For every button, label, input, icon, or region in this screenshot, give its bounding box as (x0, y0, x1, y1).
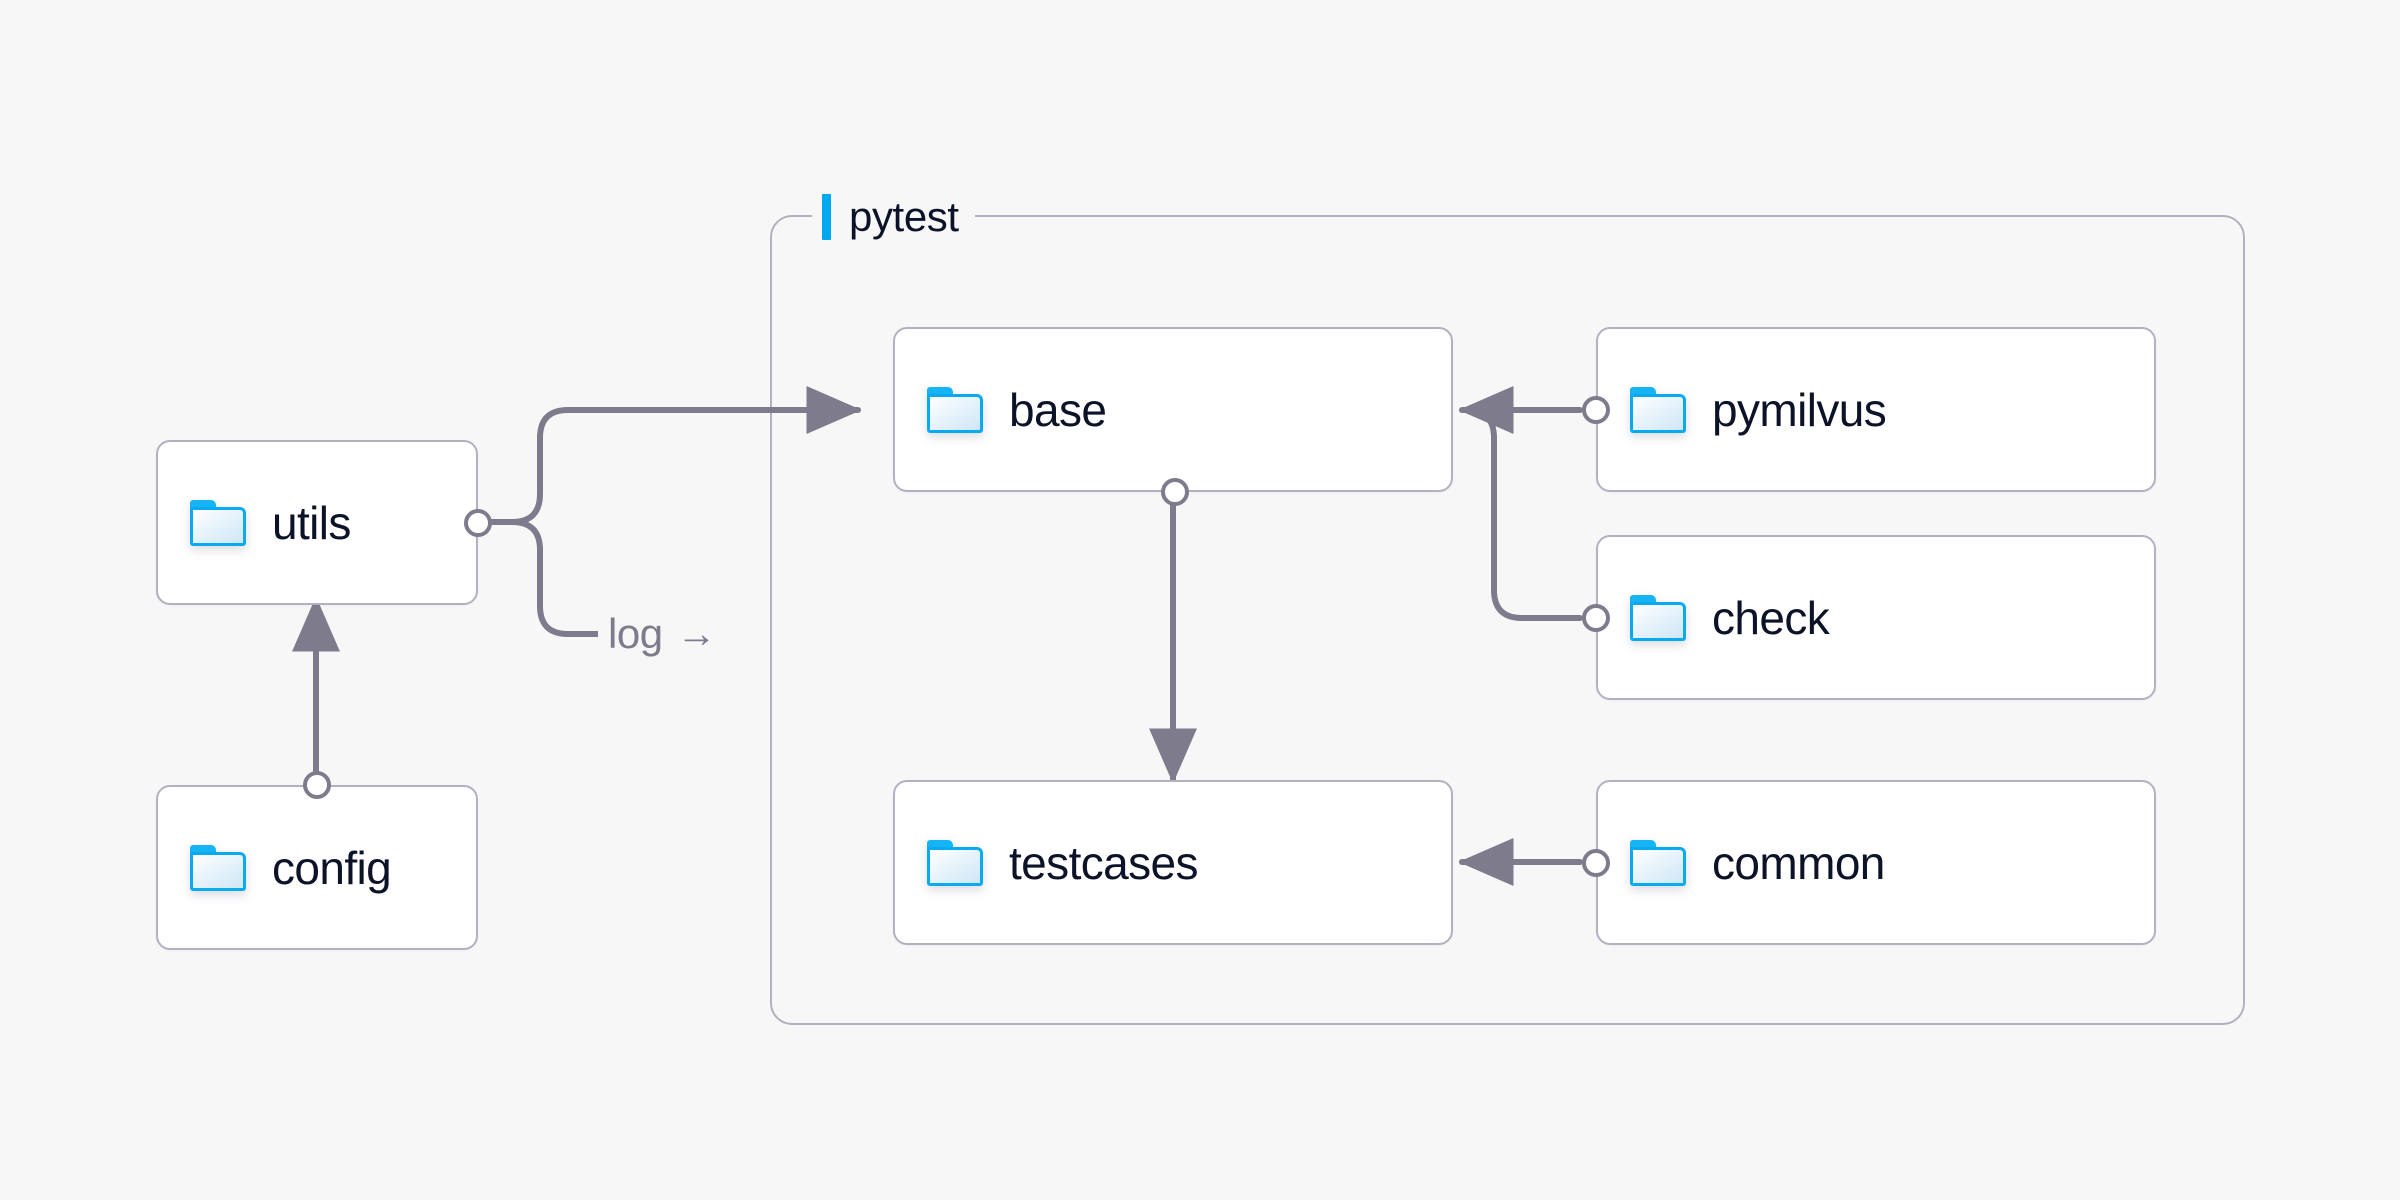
edge-label-log-text: log (608, 610, 663, 657)
folder-icon (1630, 386, 1686, 433)
folder-icon (927, 386, 983, 433)
node-pymilvus-port-left[interactable] (1582, 395, 1610, 424)
folder-body (1630, 393, 1686, 433)
node-pymilvus[interactable]: pymilvus (1582, 327, 2156, 492)
node-config-port-top[interactable] (303, 771, 331, 799)
folder-body (190, 851, 246, 891)
node-config-content: config (158, 841, 392, 894)
folder-body (190, 506, 246, 546)
group-title-label: pytest (849, 193, 959, 240)
node-pymilvus-content: pymilvus (1598, 383, 1887, 436)
folder-icon (1630, 839, 1686, 886)
node-config-label: config (272, 841, 392, 894)
folder-body (1630, 601, 1686, 641)
node-base-port-bottom[interactable] (1161, 478, 1189, 506)
node-testcases-label: testcases (1009, 836, 1199, 889)
folder-body (927, 846, 983, 886)
node-check-content: check (1598, 591, 1830, 644)
node-common-port-left[interactable] (1582, 848, 1610, 877)
group-title-pytest: pytest (812, 190, 975, 244)
node-check-port-left[interactable] (1582, 603, 1610, 632)
node-base[interactable]: base (893, 327, 1453, 506)
node-utils-content: utils (158, 496, 351, 549)
folder-icon (190, 499, 246, 546)
node-common[interactable]: common (1582, 780, 2156, 945)
folder-icon (190, 844, 246, 891)
node-check-label: check (1712, 591, 1830, 644)
node-testcases-content: testcases (895, 836, 1199, 889)
node-common-content: common (1598, 836, 1885, 889)
group-accent-bar (822, 194, 831, 240)
node-check[interactable]: check (1582, 535, 2156, 700)
edge-utils-to-log (485, 519, 603, 637)
node-config[interactable]: config (156, 771, 478, 950)
folder-body (1630, 846, 1686, 886)
edge-label-log: log → (598, 608, 727, 660)
node-base-label: base (1009, 383, 1107, 436)
node-utils[interactable]: utils (156, 440, 492, 605)
group-container-pytest[interactable] (770, 215, 2245, 1025)
node-utils-port-right[interactable] (464, 508, 492, 537)
folder-icon (927, 839, 983, 886)
arrow-right-icon: → (676, 612, 717, 656)
folder-icon (1630, 594, 1686, 641)
node-testcases[interactable]: testcases (893, 780, 1453, 945)
node-base-content: base (895, 383, 1107, 436)
node-utils-label: utils (272, 496, 351, 549)
node-pymilvus-label: pymilvus (1712, 383, 1887, 436)
node-common-label: common (1712, 836, 1885, 889)
folder-body (927, 393, 983, 433)
